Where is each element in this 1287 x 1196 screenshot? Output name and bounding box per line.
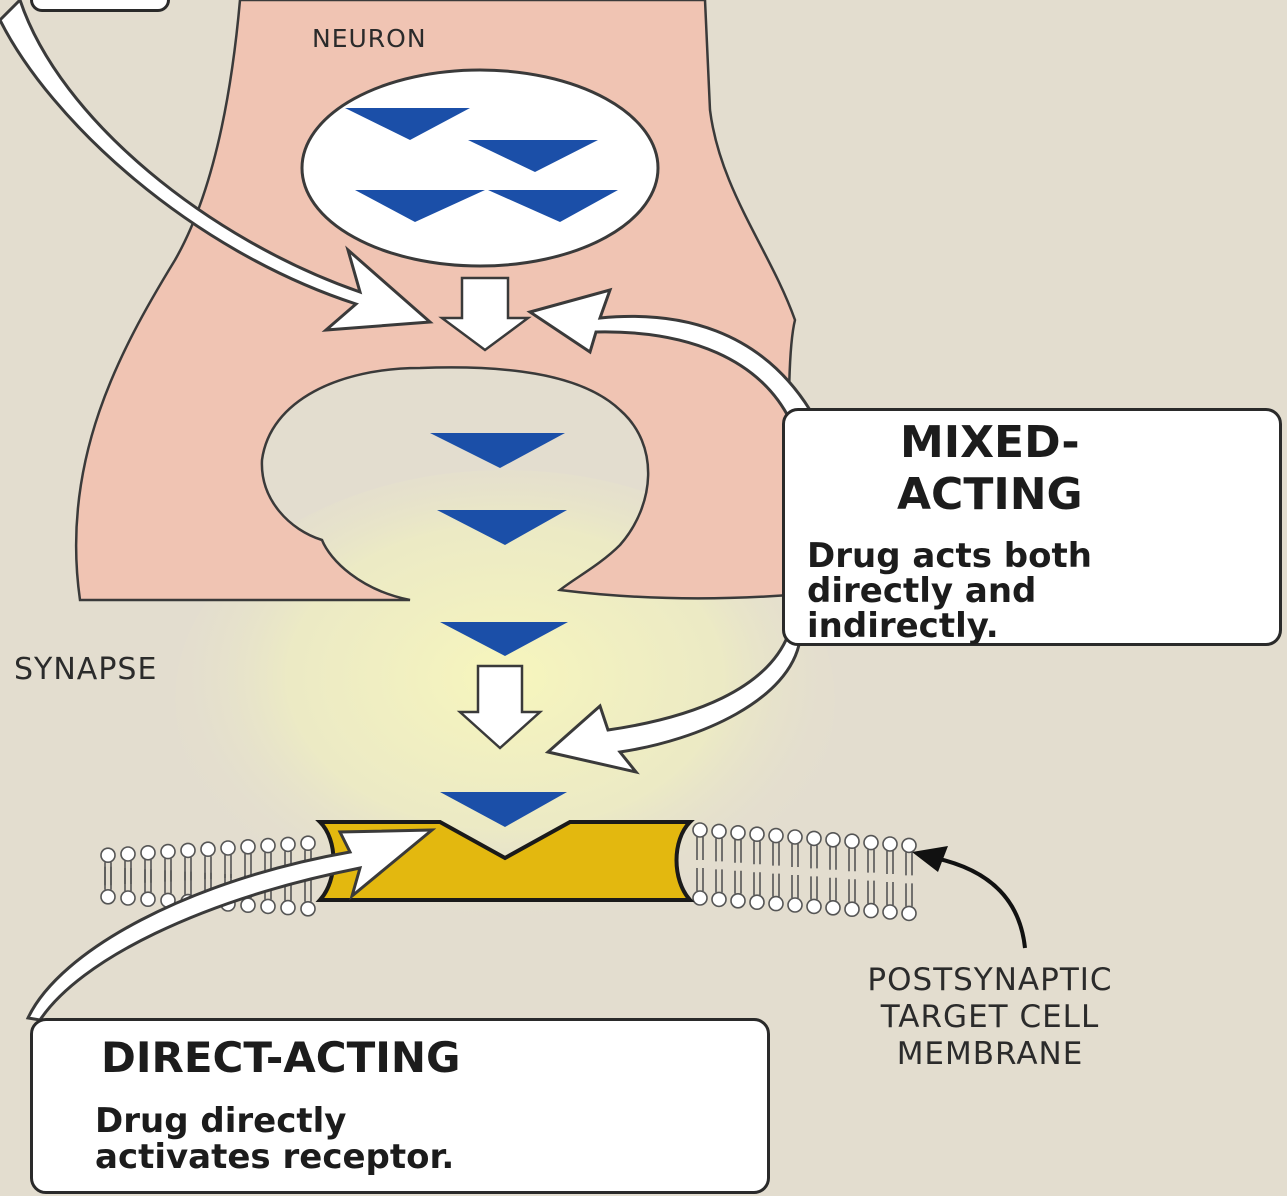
synaptic-vesicle bbox=[302, 70, 658, 266]
lipid-tail bbox=[125, 868, 131, 891]
lipid-tail bbox=[165, 859, 171, 882]
mixed-acting-callout: MIXED- ACTING Drug acts both directly an… bbox=[782, 408, 1282, 646]
lipid-head bbox=[826, 901, 840, 915]
postsynaptic-label-line: MEMBRANE bbox=[800, 1036, 1180, 1073]
lipid-head bbox=[902, 906, 916, 920]
lipid-head bbox=[883, 837, 897, 851]
lipid-head bbox=[750, 827, 764, 841]
top-callout-box bbox=[30, 0, 170, 12]
lipid-tail bbox=[165, 870, 171, 893]
mixed-acting-description: Drug acts both directly and indirectly. bbox=[807, 539, 1092, 644]
lipid-tail bbox=[906, 852, 912, 875]
postsynaptic-label-line: TARGET CELL bbox=[800, 999, 1180, 1036]
lipid-head bbox=[864, 904, 878, 918]
mixed-acting-title-line: MIXED- bbox=[897, 417, 1083, 469]
lipid-tail bbox=[811, 845, 817, 868]
lipid-tail bbox=[849, 848, 855, 871]
direct-acting-description-line: Drug directly bbox=[95, 1103, 454, 1139]
lipid-head bbox=[301, 902, 315, 916]
membrane-pointer-arrow bbox=[935, 858, 1025, 948]
lipid-tail bbox=[225, 855, 231, 878]
mixed-acting-description-line: directly and bbox=[807, 574, 1092, 609]
lipid-tail bbox=[849, 879, 855, 902]
synapse-label: SYNAPSE bbox=[14, 652, 157, 687]
lipid-head bbox=[241, 840, 255, 854]
membrane-pointer-arrowhead-icon bbox=[912, 846, 948, 872]
direct-acting-title: DIRECT-ACTING bbox=[101, 1033, 460, 1082]
lipid-head bbox=[883, 905, 897, 919]
neuron-label: NEURON bbox=[312, 24, 427, 53]
lipid-head bbox=[121, 891, 135, 905]
mixed-acting-title: MIXED- ACTING bbox=[897, 417, 1083, 521]
lipid-head bbox=[750, 895, 764, 909]
lipid-head bbox=[161, 845, 175, 859]
lipid-tail bbox=[868, 881, 874, 904]
lipid-tail bbox=[205, 856, 211, 879]
lipid-head bbox=[731, 826, 745, 840]
lipid-head bbox=[788, 898, 802, 912]
lipid-head bbox=[807, 831, 821, 845]
lipid-tail bbox=[245, 854, 251, 877]
lipid-head bbox=[902, 838, 916, 852]
postsynaptic-membrane-label: POSTSYNAPTIC TARGET CELL MEMBRANE bbox=[800, 962, 1180, 1073]
lipid-tail bbox=[811, 876, 817, 899]
lipid-head bbox=[826, 833, 840, 847]
lipid-head bbox=[261, 899, 275, 913]
lipid-head bbox=[845, 834, 859, 848]
lipid-head bbox=[712, 824, 726, 838]
lipid-tail bbox=[105, 867, 111, 890]
lipid-head bbox=[261, 839, 275, 853]
lipid-tail bbox=[830, 878, 836, 901]
direct-acting-description: Drug directly activates receptor. bbox=[95, 1103, 454, 1175]
direct-acting-description-line: activates receptor. bbox=[95, 1139, 454, 1175]
lipid-head bbox=[769, 897, 783, 911]
lipid-tail bbox=[906, 883, 912, 906]
mixed-acting-description-line: indirectly. bbox=[807, 609, 1092, 644]
lipid-head bbox=[301, 836, 315, 850]
lipid-head bbox=[101, 890, 115, 904]
postsynaptic-label-line: POSTSYNAPTIC bbox=[800, 962, 1180, 999]
lipid-tail bbox=[754, 872, 760, 895]
lipid-head bbox=[693, 823, 707, 837]
lipid-tail bbox=[185, 857, 191, 880]
lipid-head bbox=[221, 841, 235, 855]
lipid-head bbox=[864, 836, 878, 850]
lipid-head bbox=[281, 901, 295, 915]
lipid-tail bbox=[145, 860, 151, 883]
lipid-head bbox=[731, 894, 745, 908]
mixed-acting-description-line: Drug acts both bbox=[807, 539, 1092, 574]
lipid-head bbox=[281, 837, 295, 851]
lipid-tail bbox=[792, 875, 798, 898]
lipid-tail bbox=[185, 872, 191, 895]
lipid-tail bbox=[887, 851, 893, 874]
lipid-head bbox=[807, 899, 821, 913]
lipid-tail bbox=[830, 847, 836, 870]
lipid-tail bbox=[868, 850, 874, 873]
lipid-head bbox=[141, 846, 155, 860]
lipid-tail bbox=[735, 871, 741, 894]
direct-acting-callout: DIRECT-ACTING Drug directly activates re… bbox=[30, 1018, 770, 1194]
lipid-head bbox=[241, 898, 255, 912]
lipid-tail bbox=[145, 869, 151, 892]
direct-acting-arrow bbox=[28, 830, 432, 1020]
lipid-head bbox=[181, 843, 195, 857]
lipid-head bbox=[845, 902, 859, 916]
lipid-tail bbox=[125, 861, 131, 884]
lipid-tail bbox=[105, 862, 111, 885]
lipid-head bbox=[201, 842, 215, 856]
lipid-tail bbox=[887, 882, 893, 905]
lipid-head bbox=[788, 830, 802, 844]
neurotransmitter-triangle bbox=[430, 433, 565, 468]
mixed-acting-title-line: ACTING bbox=[897, 469, 1083, 521]
lipid-tail bbox=[792, 844, 798, 867]
lipid-head bbox=[693, 891, 707, 905]
lipid-tail bbox=[773, 874, 779, 897]
lipid-head bbox=[712, 892, 726, 906]
lipid-head bbox=[121, 847, 135, 861]
lipid-tail bbox=[773, 843, 779, 866]
lipid-head bbox=[769, 829, 783, 843]
lipid-head bbox=[101, 848, 115, 862]
lipid-head bbox=[141, 892, 155, 906]
